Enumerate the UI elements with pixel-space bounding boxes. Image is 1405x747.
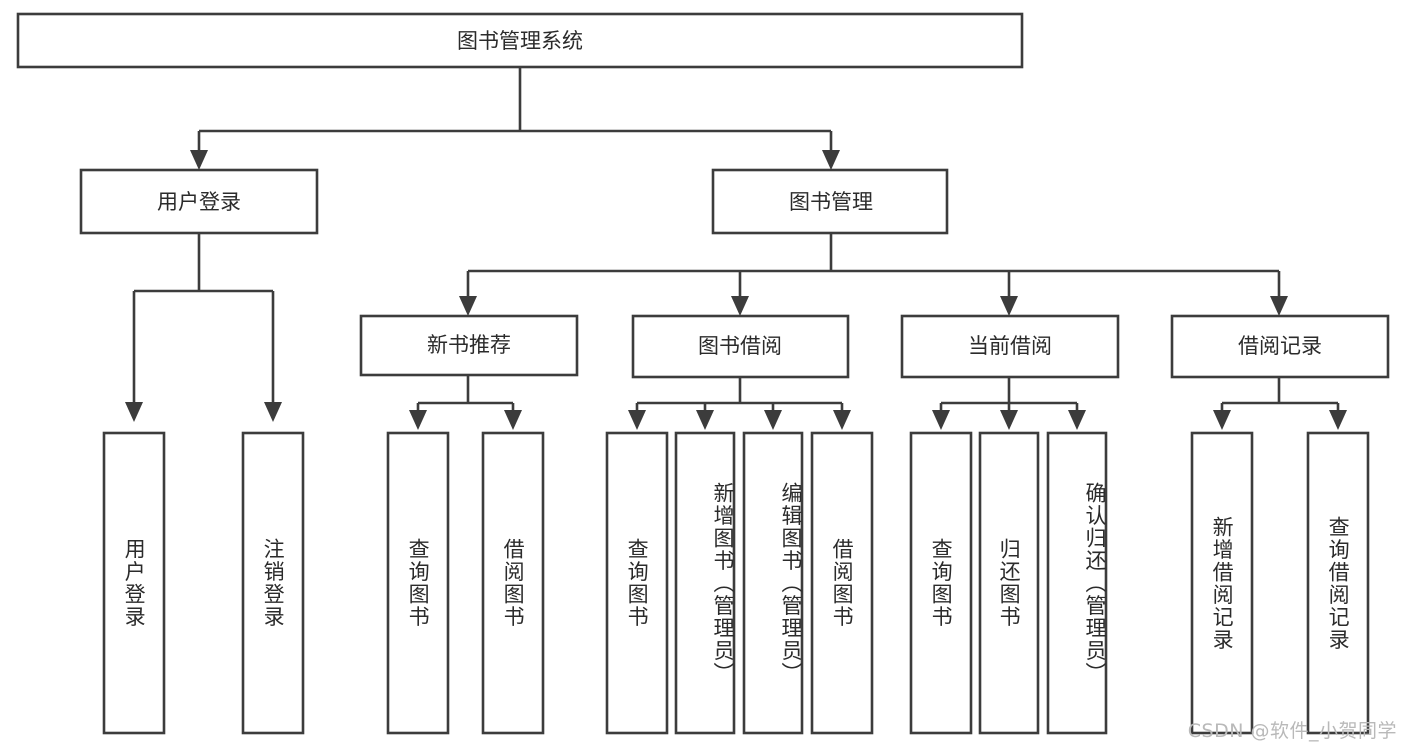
arrow-bookmgmt-c3-icon <box>1000 296 1018 316</box>
node-user-login-box[interactable] <box>79 168 319 235</box>
arrow-current-c3-icon <box>1068 410 1086 430</box>
arrow-borrow-c1-icon <box>628 410 646 430</box>
node-borrow-record-label: 借阅记录 <box>1238 334 1322 358</box>
node-book-management-label: 图书管理 <box>789 190 873 214</box>
node-root-box[interactable] <box>16 12 1024 69</box>
arrow-current-c1-icon <box>932 410 950 430</box>
leaf-record-query-box[interactable] <box>1306 431 1370 735</box>
arrow-bookmgmt-c2-icon <box>731 296 749 316</box>
leaf-user-login-box[interactable] <box>102 431 166 735</box>
edges-group <box>125 67 1347 430</box>
leaf-user-logout-box[interactable] <box>241 431 305 735</box>
arrow-newbook-c2-icon <box>504 410 522 430</box>
csdn-watermark: CSDN @软件_小贺同学 <box>1187 720 1397 742</box>
nodes-group: 图书管理系统 用户登录 图书管理 新书推荐 图书借阅 当前借阅 借阅记录 <box>16 12 1390 735</box>
arrow-newbook-c1-icon <box>409 410 427 430</box>
leaf-borrow-lend-box[interactable] <box>810 431 874 735</box>
node-root-label: 图书管理系统 <box>457 29 583 53</box>
arrow-root-to-bookmgmt-icon <box>822 150 840 170</box>
arrow-current-c2-icon <box>1000 410 1018 430</box>
leaf-newbook-borrow-box[interactable] <box>481 431 545 735</box>
arrow-login-c1-icon <box>125 402 143 422</box>
node-current-borrow-label: 当前借阅 <box>968 334 1052 358</box>
node-user-login-label: 用户登录 <box>157 190 241 214</box>
node-book-borrow-box[interactable] <box>631 314 850 379</box>
leaf-current-query-box[interactable] <box>909 431 973 735</box>
arrow-record-c2-icon <box>1329 410 1347 430</box>
arrow-root-to-login-icon <box>190 150 208 170</box>
arrow-bookmgmt-c4-icon <box>1270 296 1288 316</box>
arrow-borrow-c2-icon <box>696 410 714 430</box>
arrow-record-c1-icon <box>1213 410 1231 430</box>
node-book-borrow-label: 图书借阅 <box>698 334 782 358</box>
node-new-book-recommend-box[interactable] <box>359 314 579 377</box>
arrow-login-c2-icon <box>264 402 282 422</box>
leaf-record-add-box[interactable] <box>1190 431 1254 735</box>
leaf-newbook-query-box[interactable] <box>386 431 450 735</box>
leaf-borrow-add-box[interactable] <box>674 431 736 735</box>
arrow-borrow-c3-icon <box>764 410 782 430</box>
arrow-bookmgmt-c1-icon <box>459 296 477 316</box>
node-book-management-box[interactable] <box>711 168 949 235</box>
leaf-borrow-query-box[interactable] <box>605 431 669 735</box>
arrow-borrow-c4-icon <box>833 410 851 430</box>
leaf-current-return-box[interactable] <box>978 431 1040 735</box>
node-new-book-recommend-label: 新书推荐 <box>427 333 511 357</box>
node-borrow-record-box[interactable] <box>1170 314 1390 379</box>
leaf-current-confirm-box[interactable] <box>1046 431 1108 735</box>
node-current-borrow-box[interactable] <box>900 314 1120 379</box>
leaf-borrow-edit-box[interactable] <box>742 431 804 735</box>
